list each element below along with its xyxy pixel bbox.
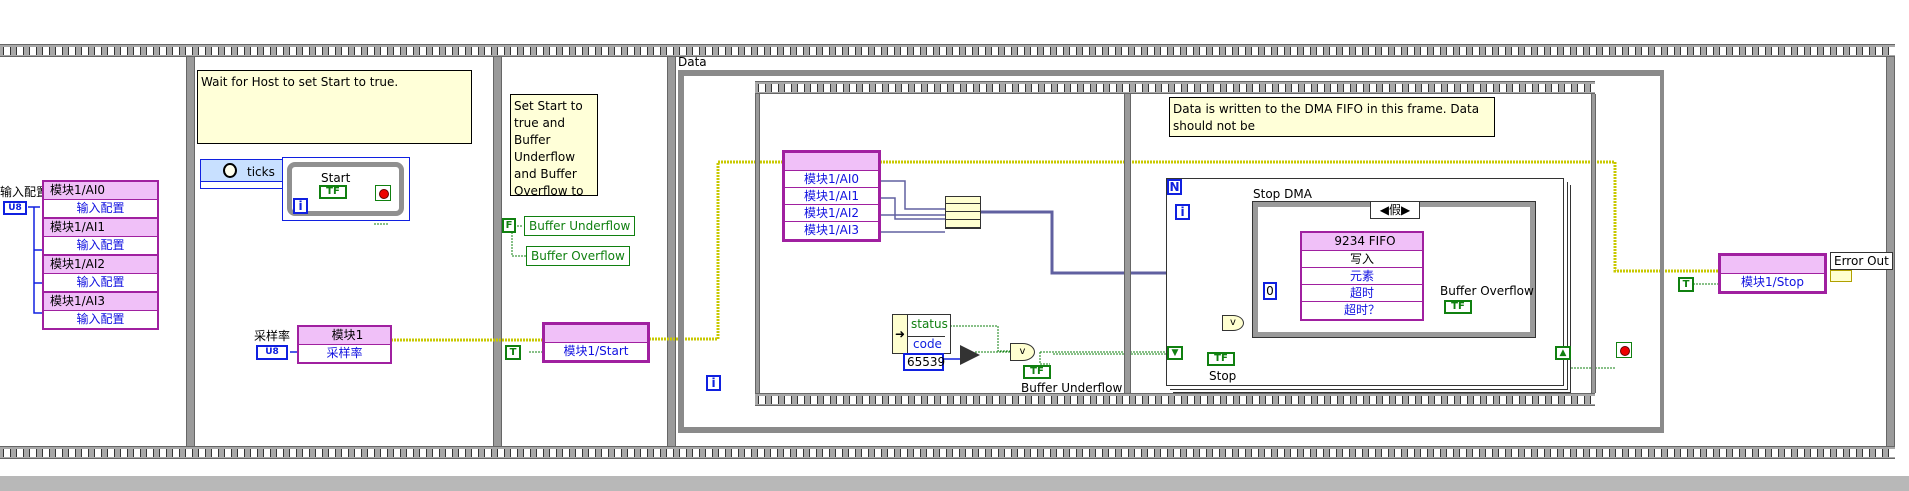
node-header [785,153,878,171]
data-loop-stop-terminal[interactable] [1616,342,1632,358]
frame-divider [186,57,195,446]
prev-case-icon[interactable]: ◀ [1379,203,1389,217]
buffer-underflow-local[interactable]: Buffer Underflow [524,216,636,236]
buffer-underflow-label: Buffer Underflow [1021,381,1123,395]
inner-sequence-top [755,81,1595,94]
io-channel: 模块1/AI0 [785,171,878,188]
comment-wait-for-host: Wait for Host to set Start to true. [197,70,472,144]
error-out-label: Error Out [1830,252,1893,270]
shift-register-right[interactable]: ▲ [1555,346,1571,360]
node-title: 模块1/AI3 [44,293,157,311]
unbundle-arrow-icon: ➜ [893,315,908,353]
array-wire [880,180,945,233]
io-channel: 模块1/AI1 [785,188,878,205]
case-value: 假 [1388,203,1401,217]
sequence-top-border [0,44,1895,57]
build-array-node[interactable] [945,196,981,229]
node-header [1721,256,1824,274]
fifo-elements: 元素 [1302,268,1422,285]
node-header [545,325,647,343]
false-constant[interactable]: F [502,218,516,233]
node-property: 输入配置 [76,238,125,252]
or-function[interactable]: v [1222,315,1244,331]
buffer-overflow-label: Buffer Overflow [1440,284,1534,298]
fpga-io-read-node[interactable]: 模块1/AI0 模块1/AI1 模块1/AI2 模块1/AI3 [782,150,881,242]
stop-label: Stop [1209,369,1237,383]
comment-dma-fifo: Data is written to the DMA FIFO in this … [1169,97,1495,137]
code-element: code [908,336,945,351]
clock-icon [223,163,237,178]
bottom-scrollbar[interactable] [0,476,1909,491]
io-channel: 模块1/AI3 [803,223,860,237]
next-case-icon[interactable]: ▶ [1401,203,1411,217]
fifo-title: 9234 FIFO [1302,233,1422,251]
sample-rate-control[interactable]: U8 [256,345,288,360]
error-out-indicator[interactable] [1830,270,1852,282]
loop-count-terminal: N [1167,179,1182,195]
inner-sequence-left [755,94,760,393]
inner-sequence-right [1591,94,1596,393]
fifo-timed-out: 超时？ [1343,303,1380,317]
node-property: 输入配置 [76,201,125,215]
sample-rate-label: 采样率 [254,329,291,343]
stop-control[interactable]: TF [1207,352,1235,366]
node-title: 模块1 [299,327,390,345]
status-element: status [911,317,948,331]
case-structure-label: Stop DMA [1253,187,1312,201]
node-title: 模块1/AI1 [44,219,157,237]
u8-constant[interactable]: U8 [3,201,27,215]
u8-wire [28,206,43,314]
io-channel: 模块1/AI2 [785,205,878,222]
or-function[interactable]: v [1010,343,1035,361]
node-method: 模块1/Start [563,344,629,358]
buffer-overflow-local[interactable]: Buffer Overflow [526,246,630,266]
node-property: 输入配置 [76,312,125,326]
node-method: 模块1/Stop [1741,275,1804,289]
loop-index-terminal: i [1175,204,1190,220]
stop-method-node[interactable]: 模块1/Stop [1718,253,1827,294]
true-constant[interactable]: T [505,345,521,360]
case-selector[interactable]: ◀假▶ [1370,201,1420,219]
frame-divider [667,57,676,446]
buffer-underflow-indicator[interactable]: TF [1023,365,1051,379]
loop-stop-terminal[interactable] [375,185,391,201]
comment-set-start: Set Start to true and Buffer Underflow a… [510,94,598,196]
ticks-label: ticks [247,165,275,179]
data-frame-label: Data [678,55,707,69]
timeout-constant[interactable]: 0 [1263,282,1277,300]
frame-divider [1886,57,1895,446]
shift-register-left[interactable]: ▼ [1167,346,1183,360]
start-terminal[interactable]: TF [319,185,347,199]
inner-sequence-bottom [755,393,1595,406]
frame-divider [493,57,502,446]
sequence-bottom-border [0,446,1895,459]
while-loop[interactable]: Start TF i [282,157,410,221]
start-method-node[interactable]: 模块1/Start [542,322,650,363]
loop-index-terminal: i [706,375,721,391]
equal-function[interactable] [960,345,980,365]
node-property: 采样率 [326,346,363,360]
input-config-label: 输入配置 [0,185,49,199]
module-property-node[interactable]: 模块1 采样率 [297,325,392,364]
fifo-method: 写入 [1302,251,1422,268]
node-property: 输入配置 [76,275,125,289]
true-constant[interactable]: T [1678,277,1694,292]
fifo-write-node[interactable]: 9234 FIFO 写入 元素 超时 超时？ [1300,231,1424,321]
start-label: Start [321,171,351,185]
node-title: 模块1/AI0 [44,182,157,200]
inner-sequence-divider [1124,94,1131,393]
node-title: 模块1/AI2 [44,256,157,274]
fifo-timeout: 超时 [1302,285,1422,302]
code-constant[interactable]: 65539 [903,353,945,371]
loop-index-terminal: i [293,198,308,214]
buffer-overflow-indicator[interactable]: TF [1444,300,1472,314]
data-sequence[interactable] [678,70,1664,433]
unbundle-by-name-node[interactable]: ➜ status code [892,314,951,354]
